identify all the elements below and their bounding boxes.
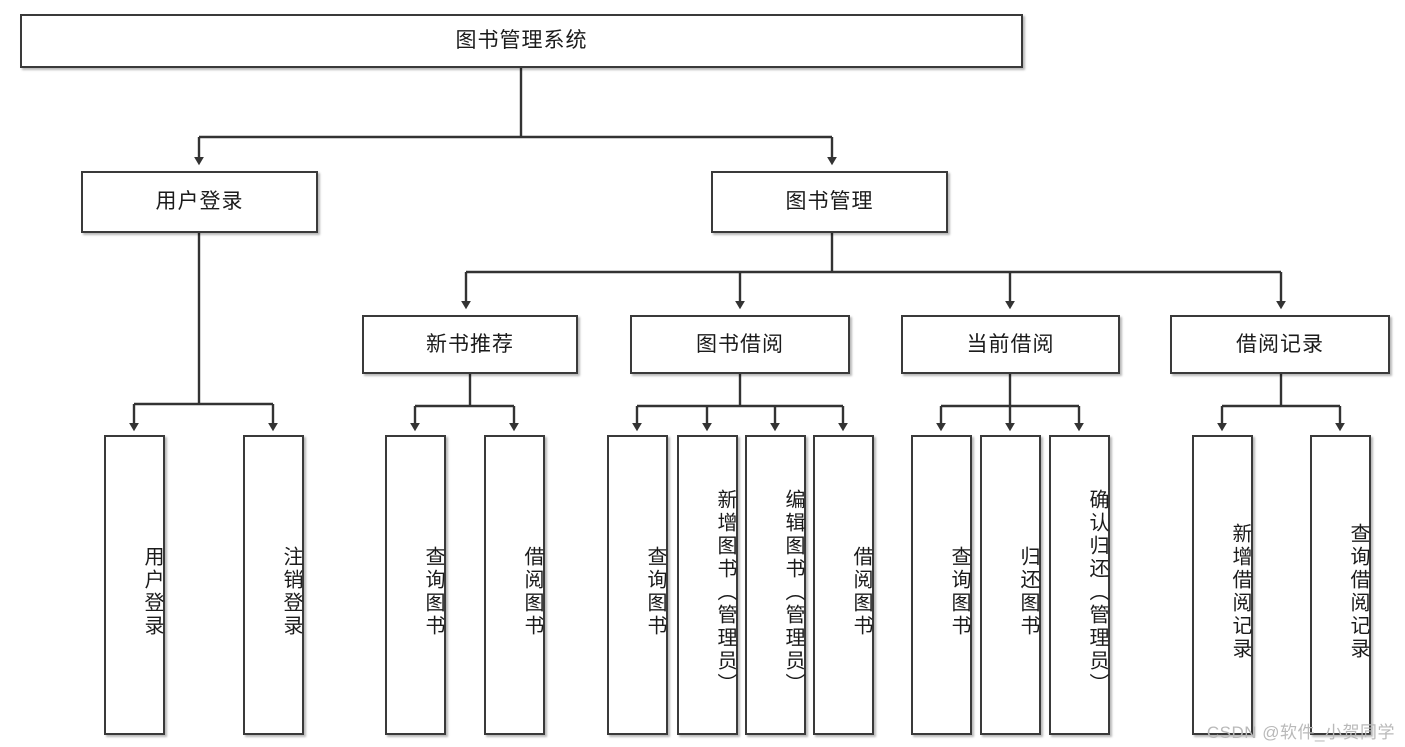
node-label: 当前借阅	[966, 332, 1055, 356]
node-label: 查询图书	[644, 546, 666, 638]
leaf-borrow-add-book-admin[interactable]: 新增图书（管理员）	[677, 435, 738, 735]
node-label: 归还图书	[1017, 546, 1039, 638]
node-label: 用户登录	[141, 546, 163, 638]
leaf-recommend-query-book[interactable]: 查询图书	[385, 435, 446, 735]
node-new-book-recommend[interactable]: 新书推荐	[362, 315, 578, 374]
node-label: 新增借阅记录	[1229, 523, 1251, 661]
node-label: 查询借阅记录	[1347, 523, 1369, 661]
node-label: 新书推荐	[426, 332, 514, 356]
leaf-user-logout[interactable]: 注销登录	[243, 435, 304, 735]
node-label: 借阅记录	[1236, 332, 1324, 356]
node-label: 借阅图书	[850, 546, 872, 638]
node-label: 借阅图书	[521, 546, 543, 638]
node-label: 新增图书（管理员）	[714, 488, 736, 696]
node-book-borrow[interactable]: 图书借阅	[630, 315, 850, 374]
node-label: 用户登录	[155, 190, 244, 214]
node-label: 查询图书	[422, 546, 444, 638]
node-label: 确认归还（管理员）	[1086, 488, 1108, 696]
leaf-borrow-query-book[interactable]: 查询图书	[607, 435, 668, 735]
leaf-recommend-borrow-book[interactable]: 借阅图书	[484, 435, 545, 735]
leaf-borrow-borrow-book[interactable]: 借阅图书	[813, 435, 874, 735]
node-user-login[interactable]: 用户登录	[81, 171, 318, 233]
node-label: 编辑图书（管理员）	[782, 488, 804, 696]
node-label: 图书借阅	[696, 332, 784, 356]
leaf-current-confirm-return-admin[interactable]: 确认归还（管理员）	[1049, 435, 1110, 735]
node-book-management[interactable]: 图书管理	[711, 171, 948, 233]
leaf-user-login[interactable]: 用户登录	[104, 435, 165, 735]
node-root-system[interactable]: 图书管理系统	[20, 14, 1023, 68]
leaf-borrow-edit-book-admin[interactable]: 编辑图书（管理员）	[745, 435, 806, 735]
node-current-borrow[interactable]: 当前借阅	[901, 315, 1120, 374]
leaf-current-query-book[interactable]: 查询图书	[911, 435, 972, 735]
node-label: 查询图书	[948, 546, 970, 638]
watermark-text: CSDN @软件_小贺同学	[1206, 723, 1395, 742]
leaf-record-add-record[interactable]: 新增借阅记录	[1192, 435, 1253, 735]
leaf-current-return-book[interactable]: 归还图书	[980, 435, 1041, 735]
node-label: 注销登录	[280, 546, 302, 638]
leaf-record-query-record[interactable]: 查询借阅记录	[1310, 435, 1371, 735]
node-label: 图书管理	[785, 190, 874, 214]
node-borrow-record[interactable]: 借阅记录	[1170, 315, 1390, 374]
node-label: 图书管理系统	[455, 29, 588, 53]
